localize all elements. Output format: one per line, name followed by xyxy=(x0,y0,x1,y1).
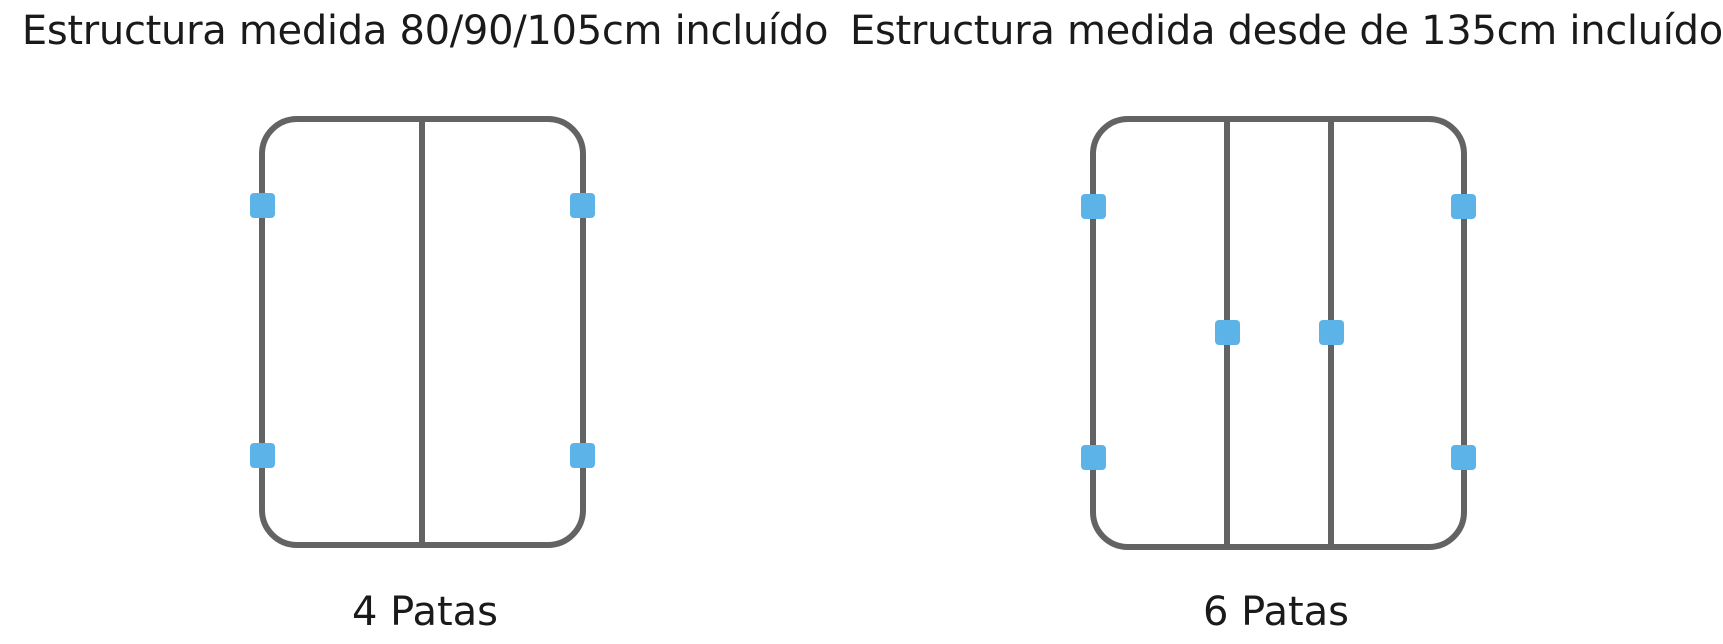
leg-marker-top-right xyxy=(570,193,595,218)
leg-marker-top-left xyxy=(1081,194,1106,219)
legs-caption: 6 Patas xyxy=(1202,589,1350,635)
leg-marker-center-left xyxy=(1215,320,1240,345)
frame-panel-6-legs: Estructura medida desde de 135cm incluíd… xyxy=(850,0,1723,644)
panel-title: Estructura medida desde de 135cm incluíd… xyxy=(850,8,1723,54)
legs-caption: 4 Patas xyxy=(351,589,499,635)
frame-outline xyxy=(1090,116,1467,550)
panel-title: Estructura medida 80/90/105cm incluído xyxy=(21,8,829,54)
frame-panel-4-legs: Estructura medida 80/90/105cm incluído 4… xyxy=(0,0,850,644)
frame-diagram-4-legs xyxy=(250,116,595,548)
leg-marker-top-left xyxy=(250,193,275,218)
frame-diagram-6-legs xyxy=(1081,116,1476,550)
leg-marker-bottom-left xyxy=(1081,445,1106,470)
leg-marker-bottom-right xyxy=(570,443,595,468)
leg-marker-bottom-left xyxy=(250,443,275,468)
leg-marker-center-right xyxy=(1319,320,1344,345)
leg-marker-top-right xyxy=(1451,194,1476,219)
leg-marker-bottom-right xyxy=(1451,445,1476,470)
